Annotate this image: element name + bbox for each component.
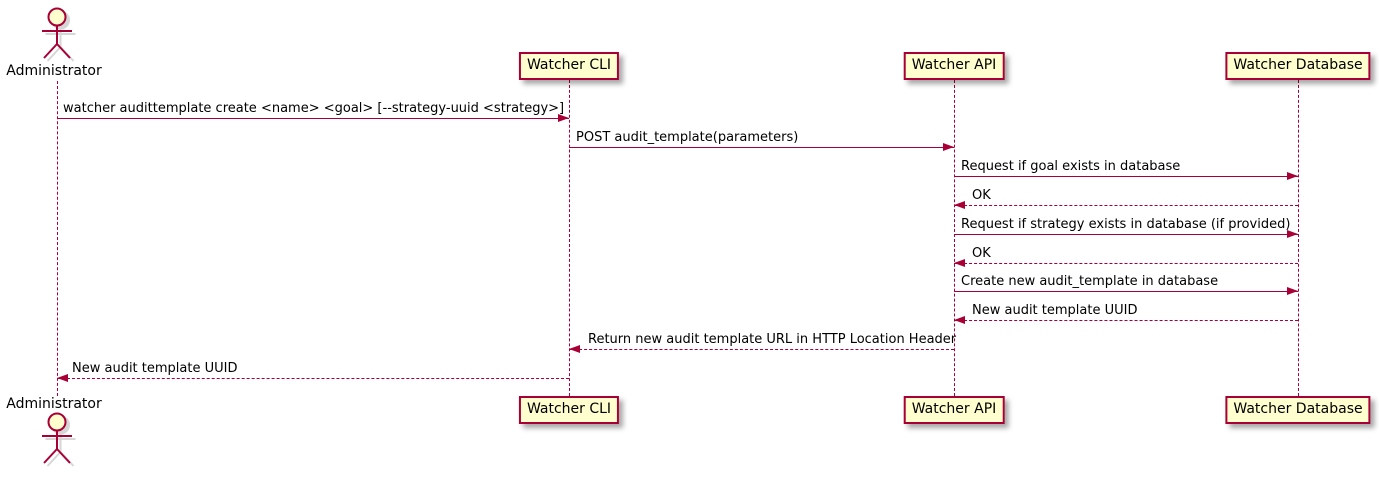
message-label: Return new audit template URL in HTTP Lo… xyxy=(588,332,957,347)
arrowhead-right-icon xyxy=(943,143,954,151)
lifeline-watcher-api xyxy=(954,80,955,396)
participant-watcher-api-bottom: Watcher API xyxy=(903,396,1005,424)
message-line xyxy=(57,378,569,379)
message-label: POST audit_template(parameters) xyxy=(576,130,799,145)
participant-watcher-database-top: Watcher Database xyxy=(1225,52,1371,80)
message-line xyxy=(569,349,954,350)
message-label: OK xyxy=(972,188,991,203)
arrowhead-left-icon xyxy=(569,345,580,353)
arrowhead-right-icon xyxy=(1287,230,1298,238)
lifeline-watcher-cli xyxy=(569,80,570,396)
actor-label-top: Administrator xyxy=(6,63,102,79)
message-label: OK xyxy=(972,246,991,261)
participant-watcher-cli-top: Watcher CLI xyxy=(518,52,620,80)
arrowhead-right-icon xyxy=(1287,287,1298,295)
message-label: Request if strategy exists in database (… xyxy=(961,217,1291,232)
actor-label-bottom: Administrator xyxy=(6,396,102,412)
message-line xyxy=(954,176,1298,177)
message-line xyxy=(954,234,1298,235)
message-line xyxy=(954,205,1298,206)
message-label: Create new audit_template in database xyxy=(961,274,1219,289)
lifeline-watcher-database xyxy=(1298,80,1299,396)
actor-icon xyxy=(42,412,76,467)
message-line xyxy=(569,147,954,148)
message-line xyxy=(954,320,1298,321)
participant-watcher-database-bottom: Watcher Database xyxy=(1225,396,1371,424)
message-line xyxy=(954,291,1298,292)
arrowhead-right-icon xyxy=(1287,172,1298,180)
message-label: Request if goal exists in database xyxy=(961,159,1181,174)
message-label: New audit template UUID xyxy=(972,303,1138,318)
actor-icon xyxy=(42,7,76,62)
message-label: New audit template UUID xyxy=(72,361,238,376)
lifeline-administrator xyxy=(57,81,58,396)
arrowhead-right-icon xyxy=(558,114,569,122)
participant-watcher-api-top: Watcher API xyxy=(903,52,1005,80)
arrowhead-left-icon xyxy=(57,374,68,382)
arrowhead-left-icon xyxy=(954,259,965,267)
participant-watcher-cli-bottom: Watcher CLI xyxy=(518,396,620,424)
message-label: watcher audittemplate create <name> <goa… xyxy=(63,101,565,116)
arrowhead-left-icon xyxy=(954,201,965,209)
arrowhead-left-icon xyxy=(954,316,965,324)
message-line xyxy=(57,118,569,119)
message-line xyxy=(954,263,1298,264)
